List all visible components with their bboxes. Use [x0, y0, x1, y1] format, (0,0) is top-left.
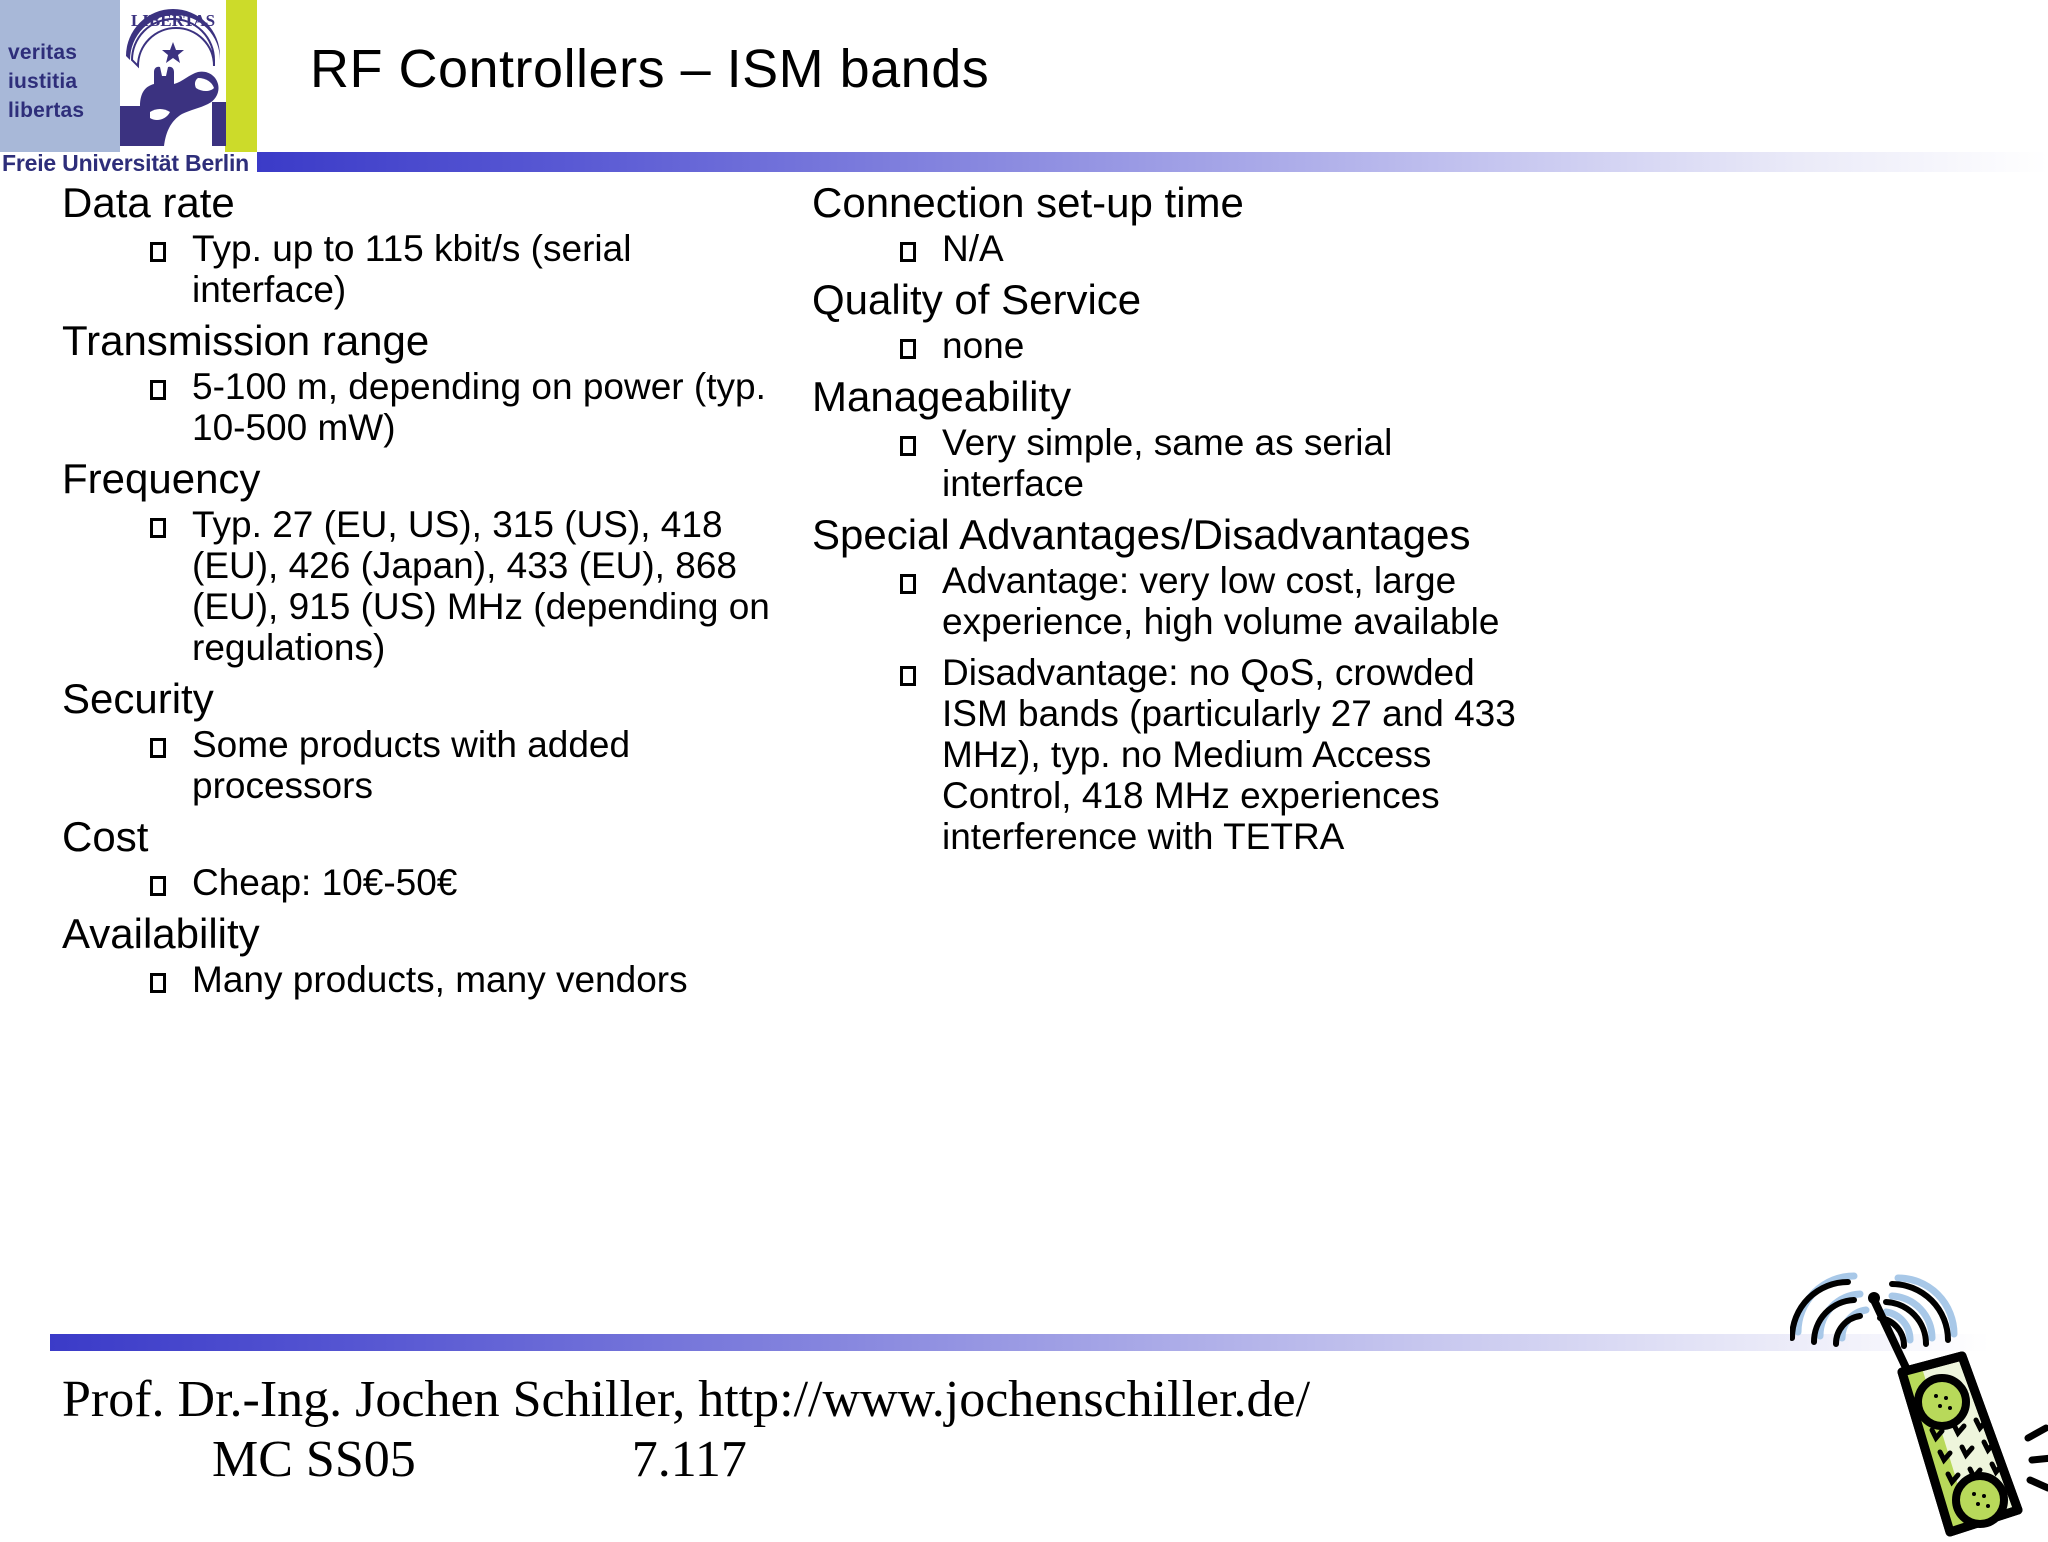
topic-heading: Data rate: [62, 179, 235, 226]
bullet-item: Very simple, same as serial interface: [812, 422, 1562, 504]
slide-header: LIBERTAS veritas iustitia libertas Freie…: [0, 0, 2048, 176]
square-bullet-icon: [898, 240, 920, 266]
footer-author-line: Prof. Dr.-Ing. Jochen Schiller, http://w…: [62, 1371, 1311, 1428]
motto-line-1: veritas: [8, 41, 78, 64]
topic-heading: Cost: [62, 813, 149, 860]
bullet-text: Typ. 27 (EU, US), 315 (US), 418 (EU), 42…: [192, 504, 770, 668]
topic-heading: Connection set-up time: [812, 179, 1244, 226]
bullet-item: N/A: [812, 228, 1562, 269]
bullet-text: none: [942, 325, 1025, 366]
square-bullet-icon: [148, 240, 170, 266]
bullet-item: Many products, many vendors: [62, 959, 792, 1000]
topic-heading: Special Advantages/Disadvantages: [812, 511, 1471, 558]
square-bullet-icon: [898, 337, 920, 363]
motto-line-3: libertas: [8, 99, 85, 122]
square-bullet-icon: [148, 874, 170, 900]
topic-heading: Transmission range: [62, 317, 430, 364]
bullet-item: 5-100 m, depending on power (typ. 10-500…: [62, 366, 792, 448]
bullet-text: Typ. up to 115 kbit/s (serial interface): [192, 228, 632, 310]
bullet-item: none: [812, 325, 1562, 366]
bullet-text: 5-100 m, depending on power (typ. 10-500…: [192, 366, 766, 448]
logo-blue-panel: [0, 0, 120, 152]
footer-page-number: 7.117: [631, 1431, 747, 1488]
topic-heading: Security: [62, 675, 214, 722]
square-bullet-icon: [898, 664, 920, 690]
footer-course-line: MC SS05 7.117: [62, 1430, 1842, 1490]
bullet-item: Typ. 27 (EU, US), 315 (US), 418 (EU), 42…: [62, 504, 792, 668]
topic-heading: Manageability: [812, 373, 1072, 420]
fu-berlin-seal-icon: LIBERTAS: [120, 0, 226, 146]
motto-line-2: iustitia: [8, 70, 78, 93]
bullet-text: Some products with added processors: [192, 724, 631, 806]
bullet-item: Some products with added processors: [62, 724, 792, 806]
slide-footer: Prof. Dr.-Ing. Jochen Schiller, http://w…: [62, 1370, 1842, 1490]
fu-berlin-logo: LIBERTAS veritas iustitia libertas Freie…: [0, 0, 260, 176]
bullet-text: Cheap: 10€-50€: [192, 862, 458, 903]
bullet-text: Advantage: very low cost, large experien…: [942, 560, 1500, 642]
square-bullet-icon: [898, 572, 920, 598]
slide-title: RF Controllers – ISM bands: [310, 39, 990, 99]
logo-motto: veritas iustitia libertas: [8, 38, 118, 125]
bullet-text: Many products, many vendors: [192, 959, 688, 1000]
bullet-item: Advantage: very low cost, large experien…: [812, 560, 1562, 642]
svg-text:LIBERTAS: LIBERTAS: [131, 11, 215, 30]
topic-heading: Quality of Service: [812, 276, 1142, 323]
header-divider-rule: [257, 152, 2048, 172]
square-bullet-icon: [148, 516, 170, 542]
square-bullet-icon: [148, 736, 170, 762]
topic-heading: Frequency: [62, 455, 261, 502]
footer-course-code: MC SS05: [212, 1431, 416, 1488]
bullet-item: Typ. up to 115 kbit/s (serial interface): [62, 228, 792, 310]
bullet-text: Very simple, same as serial interface: [942, 422, 1393, 504]
bullet-item: Cheap: 10€-50€: [62, 862, 792, 903]
bullet-item: Disadvantage: no QoS, crowded ISM bands …: [812, 652, 1562, 857]
cordless-phone-icon: [1790, 1272, 2048, 1537]
bullet-text: Disadvantage: no QoS, crowded ISM bands …: [942, 652, 1516, 857]
bullet-text: N/A: [942, 228, 1004, 269]
logo-green-stripe: [225, 0, 257, 152]
topic-heading: Availability: [62, 910, 260, 957]
square-bullet-icon: [148, 378, 170, 404]
square-bullet-icon: [898, 434, 920, 460]
footer-divider-rule: [50, 1334, 1990, 1351]
square-bullet-icon: [148, 971, 170, 997]
logo-wordmark: Freie Universität Berlin: [2, 150, 250, 176]
